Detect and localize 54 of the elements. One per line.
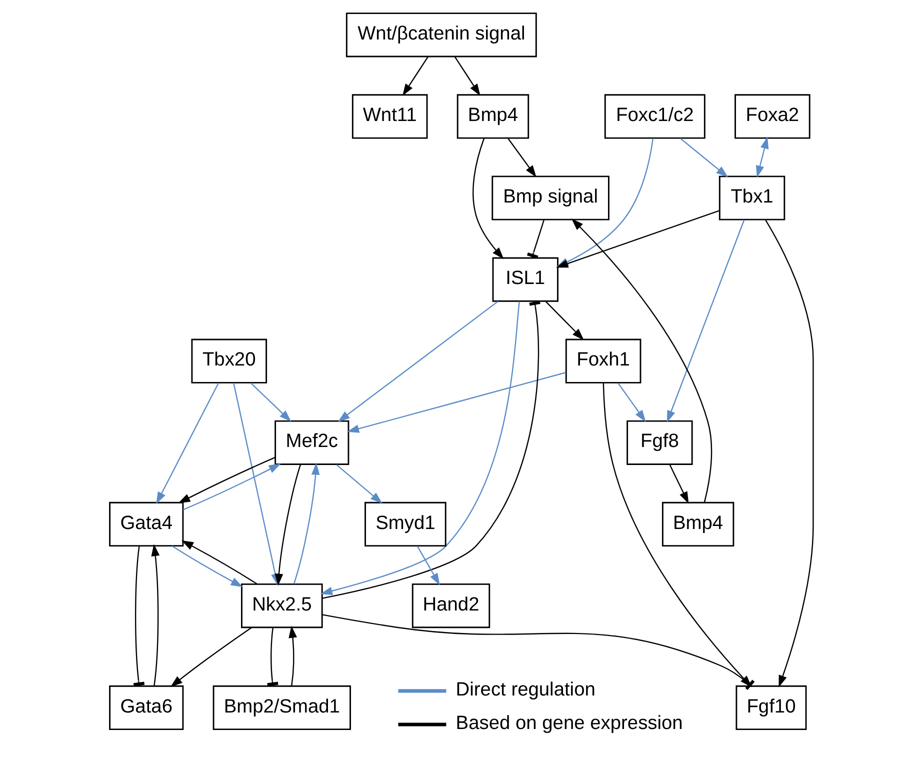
arrow: [668, 464, 688, 504]
node-box: Foxh1: [564, 338, 641, 384]
node-box: Fgf10: [735, 685, 806, 730]
arrow: [170, 627, 252, 688]
legend-label: Direct regulation: [455, 679, 595, 700]
connector: [322, 614, 754, 690]
connector: [526, 220, 544, 259]
node-box: Fgf8: [626, 420, 692, 465]
arrow: [178, 456, 275, 504]
arrow: [250, 382, 291, 422]
arrow: [182, 464, 280, 510]
arrow: [337, 300, 498, 422]
arrow: [507, 138, 536, 178]
node-box: Foxa2: [734, 94, 810, 139]
node-box: Bmp4: [456, 94, 529, 139]
arrow: [346, 372, 566, 433]
arrow: [755, 136, 768, 178]
arrow: [292, 462, 320, 584]
arrow: [544, 301, 584, 340]
arrow: [472, 138, 504, 260]
connector: [132, 546, 144, 686]
arrow: [336, 464, 382, 504]
arrow: [454, 56, 480, 96]
arrow: [680, 138, 728, 178]
node-box: Bmp4: [661, 502, 734, 547]
legend-label: Based on gene expression: [455, 713, 682, 734]
node-box: Gata4: [108, 502, 184, 547]
arrow: [156, 382, 219, 504]
node-box: Bmp signal: [491, 176, 609, 220]
arrow: [288, 626, 296, 686]
node-box: Wnt/βcatenin signal: [345, 12, 536, 58]
arrow: [764, 220, 814, 688]
arrow: [402, 56, 428, 96]
node-box: Bmp2/Smad1: [212, 685, 350, 730]
arrow: [602, 382, 752, 688]
node-box: Nkx2.5: [240, 583, 322, 628]
arrow: [666, 220, 744, 423]
node-box: ISL1: [492, 257, 558, 302]
node-box: Smyd1: [364, 502, 446, 547]
arrow: [617, 382, 646, 422]
arrow: [570, 218, 712, 502]
arrow: [180, 540, 257, 584]
node-box: Tbx20: [190, 338, 267, 384]
node-box: Hand2: [411, 583, 490, 628]
node-box: Foxc1/c2: [604, 94, 705, 139]
node-box: Mef2c: [274, 420, 349, 465]
arrow: [416, 546, 440, 586]
node-box: Tbx1: [718, 176, 785, 220]
connector: [266, 628, 278, 686]
arrow: [150, 544, 160, 686]
node-box: Gata6: [108, 685, 184, 730]
arrow: [274, 464, 301, 586]
node-box: Wnt11: [351, 94, 428, 139]
arrow: [171, 546, 242, 588]
